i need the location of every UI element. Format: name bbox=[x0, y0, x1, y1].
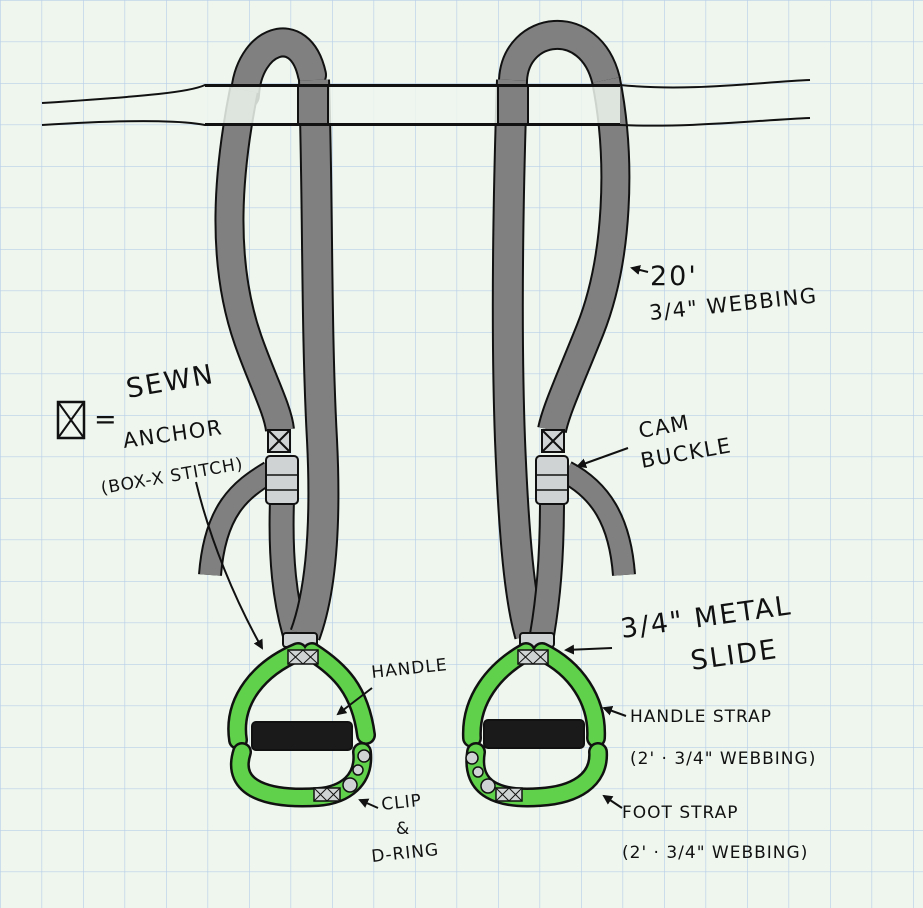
right-clip-d-ring bbox=[465, 751, 496, 794]
handle-strap-spec: (2' · 3/4" WEBBING) bbox=[630, 749, 816, 769]
left-handle-anchor-icon bbox=[287, 649, 319, 665]
legend-equals: = bbox=[94, 404, 119, 435]
clip-arrow bbox=[358, 798, 379, 809]
left-foot-anchor-icon bbox=[313, 787, 341, 802]
clip-label: CLIP bbox=[380, 791, 422, 815]
left-clip-d-ring bbox=[342, 749, 371, 793]
left-cam-buckle bbox=[265, 455, 299, 505]
right-foot-anchor-icon bbox=[495, 787, 523, 802]
left-strap-assembly bbox=[198, 27, 376, 808]
right-sewn-anchor-icon bbox=[541, 429, 565, 453]
left-handle-bar bbox=[251, 721, 353, 751]
foot-strap-spec: (2' · 3/4" WEBBING) bbox=[622, 843, 808, 863]
legend-arrow bbox=[195, 481, 263, 650]
handle-strap-label: HANDLE STRAP bbox=[630, 707, 772, 727]
support-bar bbox=[41, 79, 811, 127]
clip-ampersand: & bbox=[396, 819, 410, 839]
cam-buckle-arrow bbox=[576, 447, 629, 468]
box-x-stitch-icon bbox=[56, 400, 86, 440]
handle-arrow bbox=[336, 687, 373, 716]
left-sewn-anchor-icon bbox=[267, 429, 291, 453]
right-handle-bar bbox=[483, 719, 585, 749]
slide-arrow bbox=[564, 644, 613, 655]
right-cam-buckle bbox=[535, 455, 569, 505]
handle-strap-arrow bbox=[602, 706, 627, 717]
right-handle-anchor-icon bbox=[517, 649, 549, 665]
length-arrow bbox=[630, 265, 649, 275]
right-strap-assembly bbox=[461, 19, 636, 808]
foot-strap-arrow bbox=[602, 794, 623, 809]
length-label: 20' bbox=[650, 261, 698, 292]
foot-strap-label: FOOT STRAP bbox=[622, 803, 739, 823]
